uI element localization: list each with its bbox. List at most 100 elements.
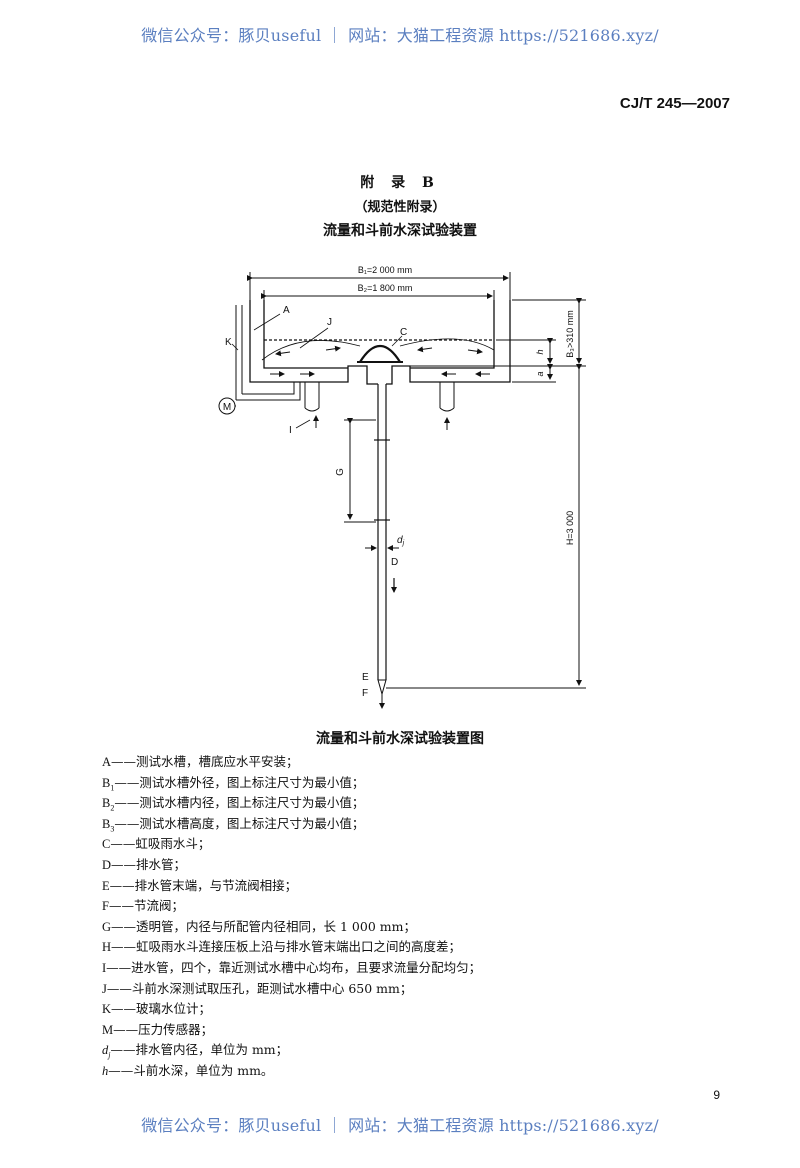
- figure-caption: 流量和斗前水深试验装置图: [316, 731, 484, 747]
- drain-pipe-d: [374, 384, 397, 680]
- legend-key: D: [102, 855, 111, 876]
- legend-item: dj——排水管内径，单位为 mm；: [102, 1040, 481, 1061]
- legend-key-letter: B: [102, 775, 111, 790]
- legend-key-letter: D: [102, 857, 112, 872]
- flow-arrows: [270, 345, 490, 377]
- legend-key: h: [102, 1061, 108, 1082]
- test-apparatus-diagram: B₁=2 000 mm B₂=1 800 mm: [218, 265, 586, 709]
- legend-key: C: [102, 834, 110, 855]
- legend-description: ——虹吸雨水斗连接压板上沿与排水管末端出口之间的高度差；: [111, 939, 462, 955]
- legend-key-letter: J: [102, 981, 107, 996]
- level-gauge-k: [235, 305, 301, 401]
- legend-key-letter: E: [102, 878, 110, 893]
- legend-key-letter: B: [102, 796, 111, 811]
- legend-key: dj: [102, 1040, 110, 1066]
- legend-key-letter: M: [102, 1022, 114, 1037]
- label-dj: dj: [397, 535, 405, 547]
- label-c: C: [400, 327, 407, 338]
- legend-key-sub: 2: [110, 803, 115, 813]
- legend-description: ——节流阀；: [108, 898, 184, 914]
- leader-lines: [231, 313, 403, 429]
- appendix-title: 附 录 B: [360, 175, 440, 191]
- legend-key-letter: H: [102, 940, 112, 955]
- legend-key: B3: [102, 814, 114, 840]
- legend-key-letter: C: [102, 837, 111, 852]
- appendix-heading: 流量和斗前水深试验装置: [323, 223, 477, 239]
- label-h: h: [535, 349, 545, 354]
- legend-item: K——玻璃水位计；: [102, 999, 481, 1020]
- legend-key: E: [102, 876, 110, 897]
- legend-key-letter: K: [102, 1002, 112, 1017]
- legend-key-letter: F: [102, 899, 109, 914]
- legend-description: ——斗前水深测试取压孔，距测试水槽中心 650 mm；: [106, 980, 413, 996]
- dimension-b2: B₂=1 800 mm: [261, 283, 495, 340]
- legend-key: A: [102, 752, 111, 773]
- legend-key: M: [102, 1020, 113, 1041]
- label-f: F: [362, 688, 368, 699]
- legend-item: M——压力传感器；: [102, 1020, 481, 1041]
- legend-item: B2——测试水槽内径，图上标注尺寸为最小值；: [102, 793, 481, 814]
- siphon-hopper-c: [261, 338, 495, 363]
- legend-description: ——测试水槽高度，图上标注尺寸为最小值；: [114, 815, 365, 831]
- legend-item: J——斗前水深测试取压孔，距测试水槽中心 650 mm；: [102, 979, 481, 1000]
- legend-list: A——测试水槽，槽底应水平安装；B1——测试水槽外径，图上标注尺寸为最小值；B2…: [102, 752, 481, 1082]
- label-i: I: [289, 425, 292, 436]
- dimension-g: [344, 418, 376, 523]
- dim-b1-label: B₁=2 000 mm: [358, 265, 412, 275]
- legend-key: I: [102, 958, 106, 979]
- legend-description: ——玻璃水位计；: [111, 1001, 212, 1017]
- label-a: A: [283, 305, 290, 316]
- inlet-pipes-i: [304, 382, 455, 430]
- legend-item: B3——测试水槽高度，图上标注尺寸为最小值；: [102, 814, 481, 835]
- dimension-b1: B₁=2 000 mm: [247, 265, 511, 300]
- legend-key: F: [102, 896, 109, 917]
- legend-item: E——排水管末端，与节流阀相接；: [102, 876, 481, 897]
- legend-key: K: [102, 999, 111, 1020]
- legend-item: h——斗前水深，单位为 mm。: [102, 1061, 481, 1082]
- label-g: G: [335, 468, 346, 476]
- legend-key-letter: A: [102, 755, 112, 769]
- legend-key-sub: 3: [110, 824, 115, 834]
- appendix-type: （规范性附录）: [354, 200, 446, 215]
- legend-key: G: [102, 917, 111, 938]
- diagram-letter-labels: A J C K M I G dj D E F h a: [223, 305, 545, 699]
- legend-description: ——排水管；: [111, 856, 187, 872]
- label-a-dim: a: [535, 371, 545, 376]
- watermark-bottom: 微信公众号：豚贝useful ｜ 网站：大猫工程资源 https://52168…: [141, 1116, 659, 1135]
- legend-item: A——测试水槽，槽底应水平安装；: [102, 752, 481, 773]
- page-number: 9: [713, 1088, 720, 1102]
- label-dj-main: d: [397, 535, 403, 546]
- standard-code: CJ/T 245—2007: [619, 95, 730, 112]
- dimension-h-total: H=3 000: [386, 364, 586, 689]
- legend-description: ——排水管末端，与节流阀相接；: [109, 877, 298, 893]
- label-j: J: [327, 317, 332, 328]
- legend-item: B1——测试水槽外径，图上标注尺寸为最小值；: [102, 773, 481, 794]
- label-d: D: [391, 557, 398, 568]
- legend-key-letter: I: [102, 960, 107, 975]
- legend-item: G——透明管，内径与所配管内径相同，长 1 000 mm；: [102, 917, 481, 938]
- legend-key: B2: [102, 793, 114, 819]
- legend-description: ——测试水槽外径，图上标注尺寸为最小值；: [114, 774, 365, 790]
- legend-key: B1: [102, 773, 114, 799]
- legend-key-sub: j: [108, 1050, 111, 1060]
- legend-key-sub: 1: [110, 783, 115, 793]
- pressure-sensor-m: [218, 397, 236, 415]
- dimension-b3-h-a: B₃>310 mm: [496, 298, 586, 383]
- dim-h-total-label: H=3 000: [565, 511, 575, 545]
- legend-description: ——测试水槽内径，图上标注尺寸为最小值；: [114, 795, 365, 811]
- legend-key-letter: G: [102, 919, 112, 934]
- legend-key: H: [102, 937, 111, 958]
- legend-item: D——排水管；: [102, 855, 481, 876]
- watermark-top: 微信公众号：豚贝useful ｜ 网站：大猫工程资源 https://52168…: [141, 26, 659, 45]
- legend-description: ——测试水槽，槽底应水平安装；: [111, 754, 299, 769]
- label-e: E: [362, 672, 369, 683]
- legend-description: ——斗前水深，单位为 mm。: [108, 1062, 274, 1078]
- legend-item: I——进水管，四个，靠近测试水槽中心均布，且要求流量分配均匀；: [102, 958, 481, 979]
- legend-item: C——虹吸雨水斗；: [102, 834, 481, 855]
- legend-key-letter: d: [102, 1043, 109, 1058]
- legend-description: ——排水管内径，单位为 mm；: [110, 1042, 289, 1058]
- legend-key: J: [102, 979, 107, 1000]
- legend-item: F——节流阀；: [102, 896, 481, 917]
- legend-description: ——压力传感器；: [113, 1021, 214, 1037]
- label-m: M: [223, 402, 231, 413]
